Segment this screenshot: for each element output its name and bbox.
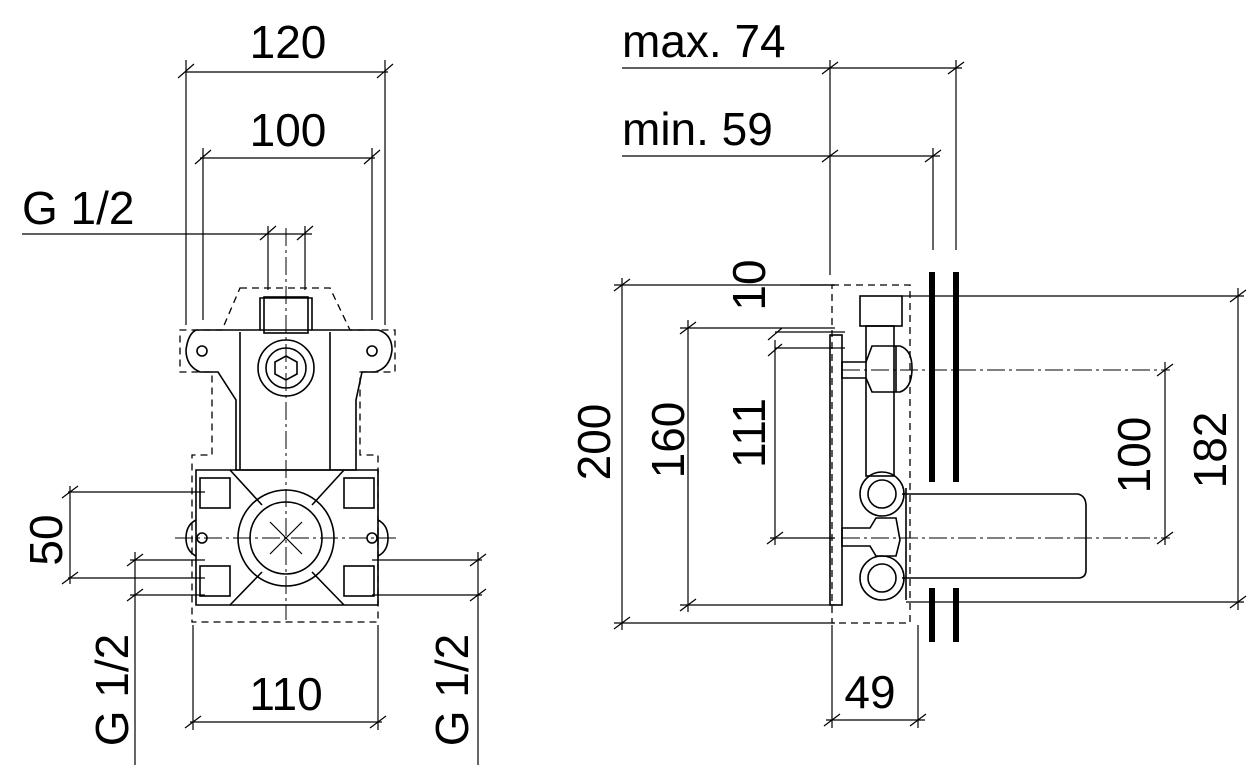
dim-label-120: 120 <box>250 16 327 68</box>
dim-label-182: 182 <box>1184 412 1236 489</box>
thread-label-left: G 1/2 <box>86 634 138 747</box>
dimension-200: 200 <box>568 278 835 630</box>
dimension-100-side: 100 <box>1108 362 1174 545</box>
dimension-thread-right: G 1/2 <box>372 552 487 765</box>
dim-label-min-59: min. 59 <box>622 103 773 155</box>
mounting-hole-top-right <box>366 345 378 357</box>
mounting-bracket <box>185 297 393 471</box>
dim-label-100-side: 100 <box>1108 417 1160 494</box>
front-view: 120 100 G 1/2 <box>20 16 487 765</box>
mounting-hole-top-left <box>196 345 208 357</box>
dim-label-100-top: 100 <box>250 104 327 156</box>
side-valve-body <box>841 295 1087 601</box>
dim-label-110: 110 <box>249 668 322 720</box>
mounting-plate <box>829 334 843 606</box>
dimension-49: 49 <box>823 625 927 728</box>
dimension-min-59: min. 59 <box>622 103 942 250</box>
dimension-100: 100 <box>194 104 381 320</box>
dimension-110: 110 <box>184 625 387 730</box>
dimension-111: 111 <box>723 340 835 545</box>
dimension-182: 182 <box>902 288 1247 610</box>
dimension-max-74: max. 74 <box>622 15 965 275</box>
dim-label-49: 49 <box>844 666 895 718</box>
dim-label-160: 160 <box>642 402 694 479</box>
dimension-10: 10 <box>723 259 845 357</box>
dimension-160: 160 <box>642 320 835 612</box>
thread-label-top: G 1/2 <box>22 182 135 234</box>
dim-label-200: 200 <box>568 404 620 481</box>
dim-label-max-74: max. 74 <box>622 15 786 67</box>
thread-label-right: G 1/2 <box>426 634 478 747</box>
dim-label-111: 111 <box>723 398 775 468</box>
dim-label-50: 50 <box>20 514 72 565</box>
dimension-50: 50 <box>20 485 205 585</box>
dimension-thread-left: G 1/2 <box>86 552 205 765</box>
dimension-thread-top: G 1/2 <box>22 182 314 290</box>
dimension-120: 120 <box>177 16 394 325</box>
side-envelope <box>831 284 911 624</box>
side-view: max. 74 min. 59 <box>568 15 1247 728</box>
mounting-envelope <box>179 287 396 623</box>
